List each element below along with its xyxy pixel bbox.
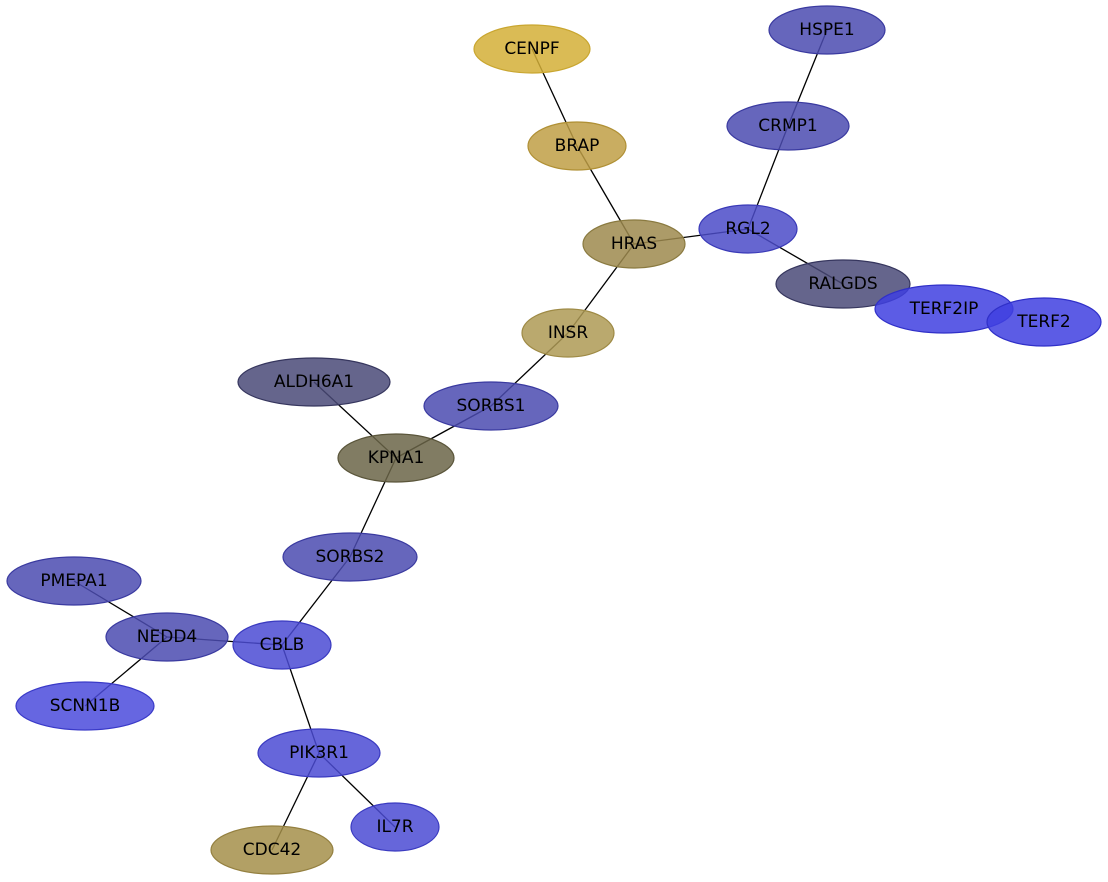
node-shape xyxy=(775,259,911,309)
node-label: PIK3R1 xyxy=(289,743,349,763)
node-sorbs2[interactable]: SORBS2 xyxy=(282,532,418,582)
node-kpna1[interactable]: KPNA1 xyxy=(337,433,455,483)
node-label: SORBS1 xyxy=(457,396,526,416)
node-label: BRAP xyxy=(555,136,600,156)
node-pik3r1[interactable]: PIK3R1 xyxy=(257,728,381,778)
node-shape xyxy=(423,381,559,431)
node-label: ALDH6A1 xyxy=(274,372,354,392)
edges-layer xyxy=(73,29,844,851)
node-shape xyxy=(282,532,418,582)
node-shape xyxy=(6,556,142,606)
node-ralgds[interactable]: RALGDS xyxy=(775,259,911,309)
node-label: INSR xyxy=(548,323,589,343)
node-label: TERF2 xyxy=(1016,312,1071,332)
node-cdc42[interactable]: CDC42 xyxy=(210,825,334,875)
node-shape xyxy=(986,297,1102,347)
node-cblb[interactable]: CBLB xyxy=(232,620,332,670)
node-scnn1b[interactable]: SCNN1B xyxy=(15,681,155,731)
node-insr[interactable]: INSR xyxy=(521,308,615,358)
node-label: NEDD4 xyxy=(137,627,197,647)
node-shape xyxy=(237,357,391,407)
node-label: KPNA1 xyxy=(368,448,425,468)
node-il7r[interactable]: IL7R xyxy=(350,802,440,852)
node-nedd4[interactable]: NEDD4 xyxy=(105,612,229,662)
node-crmp1[interactable]: CRMP1 xyxy=(726,101,850,151)
node-shape xyxy=(698,204,798,254)
node-shape xyxy=(527,121,627,171)
node-shape xyxy=(105,612,229,662)
node-label: HRAS xyxy=(611,234,657,254)
node-label: IL7R xyxy=(376,817,413,837)
node-label: CBLB xyxy=(260,635,305,655)
node-label: PMEPA1 xyxy=(40,571,107,591)
node-shape xyxy=(337,433,455,483)
node-label: RALGDS xyxy=(808,274,877,294)
node-shape xyxy=(473,24,591,74)
node-shape xyxy=(210,825,334,875)
node-terf2[interactable]: TERF2 xyxy=(986,297,1102,347)
node-shape xyxy=(350,802,440,852)
node-label: CDC42 xyxy=(243,840,301,860)
node-shape xyxy=(15,681,155,731)
node-shape xyxy=(521,308,615,358)
node-hras[interactable]: HRAS xyxy=(582,219,686,269)
node-cenpf[interactable]: CENPF xyxy=(473,24,591,74)
node-label: TERF2IP xyxy=(909,299,979,319)
node-label: CENPF xyxy=(504,39,559,59)
node-aldh6a1[interactable]: ALDH6A1 xyxy=(237,357,391,407)
node-sorbs1[interactable]: SORBS1 xyxy=(423,381,559,431)
node-terf2ip[interactable]: TERF2IP xyxy=(874,284,1014,334)
node-label: RGL2 xyxy=(725,219,770,239)
node-label: SORBS2 xyxy=(316,547,385,567)
node-shape xyxy=(768,5,886,55)
node-pmepa1[interactable]: PMEPA1 xyxy=(6,556,142,606)
node-label: HSPE1 xyxy=(799,20,854,40)
node-shape xyxy=(232,620,332,670)
node-hspe1[interactable]: HSPE1 xyxy=(768,5,886,55)
node-label: CRMP1 xyxy=(758,116,817,136)
node-shape xyxy=(726,101,850,151)
node-brap[interactable]: BRAP xyxy=(527,121,627,171)
node-shape xyxy=(582,219,686,269)
node-shape xyxy=(257,728,381,778)
node-rgl2[interactable]: RGL2 xyxy=(698,204,798,254)
node-label: SCNN1B xyxy=(50,696,121,716)
